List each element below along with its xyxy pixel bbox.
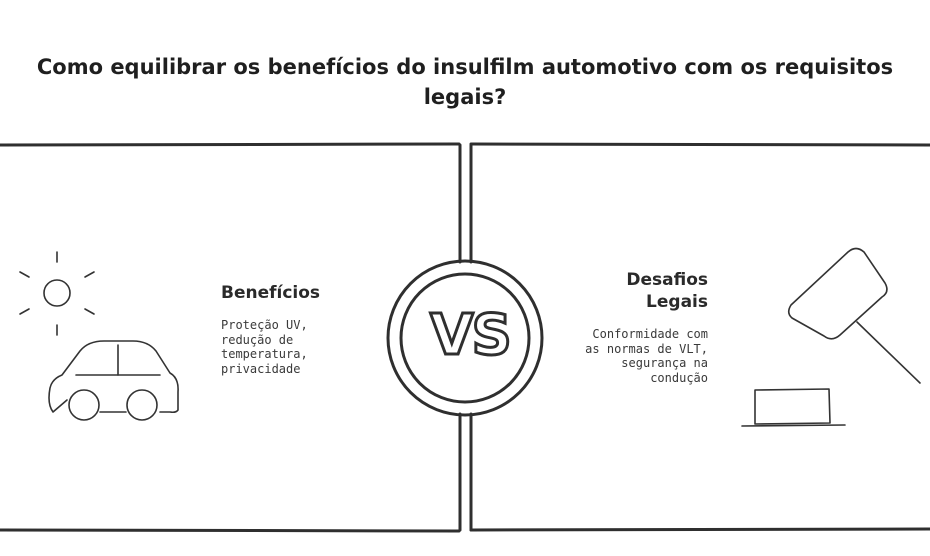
title-line-1: Como equilibrar os benefícios do insulfi… <box>36 55 894 79</box>
right-panel-frame <box>469 142 930 532</box>
benefits-line: Proteção UV, <box>221 318 308 332</box>
benefits-line: privacidade <box>221 361 301 376</box>
legal-challenges-description: Conformidade com as normas de VLT, segur… <box>560 327 708 385</box>
page-title: Como equilibrar os benefícios do insulfi… <box>0 52 930 112</box>
vs-label: VS <box>429 303 514 368</box>
benefits-description: Proteção UV, redução de temperatura, pri… <box>221 318 341 376</box>
legal-heading-line: Desafios <box>626 270 708 290</box>
vs-badge <box>386 259 544 417</box>
legal-line: condução <box>650 370 708 385</box>
gavel-icon <box>741 247 921 427</box>
left-panel-frame <box>0 142 462 533</box>
title-line-2: legais? <box>423 85 507 109</box>
legal-line: segurança na <box>621 356 708 370</box>
legal-line: Conformidade com <box>592 327 708 341</box>
legal-heading-line: Legais <box>646 292 708 312</box>
benefits-line: temperatura, <box>221 347 308 361</box>
benefits-heading: Benefícios <box>221 283 321 303</box>
sun-icon <box>19 251 95 336</box>
car-icon <box>48 340 179 421</box>
legal-line: as normas de VLT, <box>585 341 708 356</box>
benefits-line: redução de <box>221 332 294 347</box>
legal-challenges-heading: Desafios Legais <box>560 269 708 313</box>
